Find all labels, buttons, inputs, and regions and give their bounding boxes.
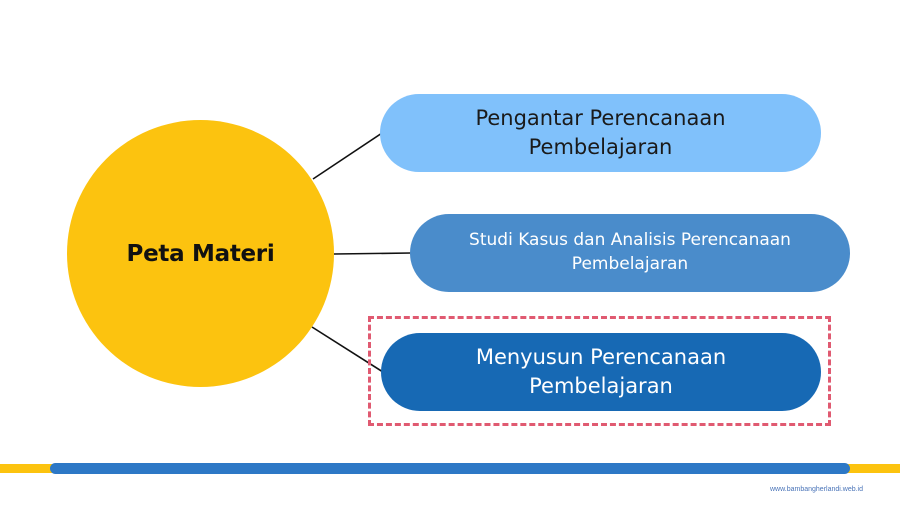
center-node: Peta Materi	[67, 120, 334, 387]
connector-line-3	[311, 326, 384, 373]
node-pengantar-perencanaan[interactable]: Pengantar Perencanaan Pembelajaran	[380, 94, 821, 172]
node-1-label-line2: Pembelajaran	[528, 135, 673, 159]
node-studi-kasus[interactable]: Studi Kasus dan Analisis Perencanaan Pem…	[410, 214, 850, 292]
node-menyusun-perencanaan[interactable]: Menyusun Perencanaan Pembelajaran	[381, 333, 821, 411]
footer-url: www.bambangherlandi.web.id	[770, 486, 863, 493]
connector-line-2	[333, 252, 412, 255]
node-1-label-line1: Pengantar Perencanaan	[475, 105, 726, 130]
node-2-label-line2: Pembelajaran	[571, 254, 689, 274]
node-2-label: Studi Kasus dan Analisis Perencanaan Pem…	[469, 229, 791, 277]
node-3-label: Menyusun Perencanaan Pembelajaran	[476, 343, 726, 402]
footer-bar-blue	[50, 463, 850, 474]
node-3-label-line2: Pembelajaran	[529, 374, 673, 398]
node-2-label-line1: Studi Kasus dan Analisis Perencanaan	[469, 230, 791, 251]
connector-line-1	[312, 132, 383, 180]
node-1-label: Pengantar Perencanaan Pembelajaran	[475, 104, 725, 163]
node-3-label-line1: Menyusun Perencanaan	[475, 344, 727, 369]
center-node-label: Peta Materi	[126, 240, 275, 267]
highlight-dashed-box	[368, 316, 831, 426]
